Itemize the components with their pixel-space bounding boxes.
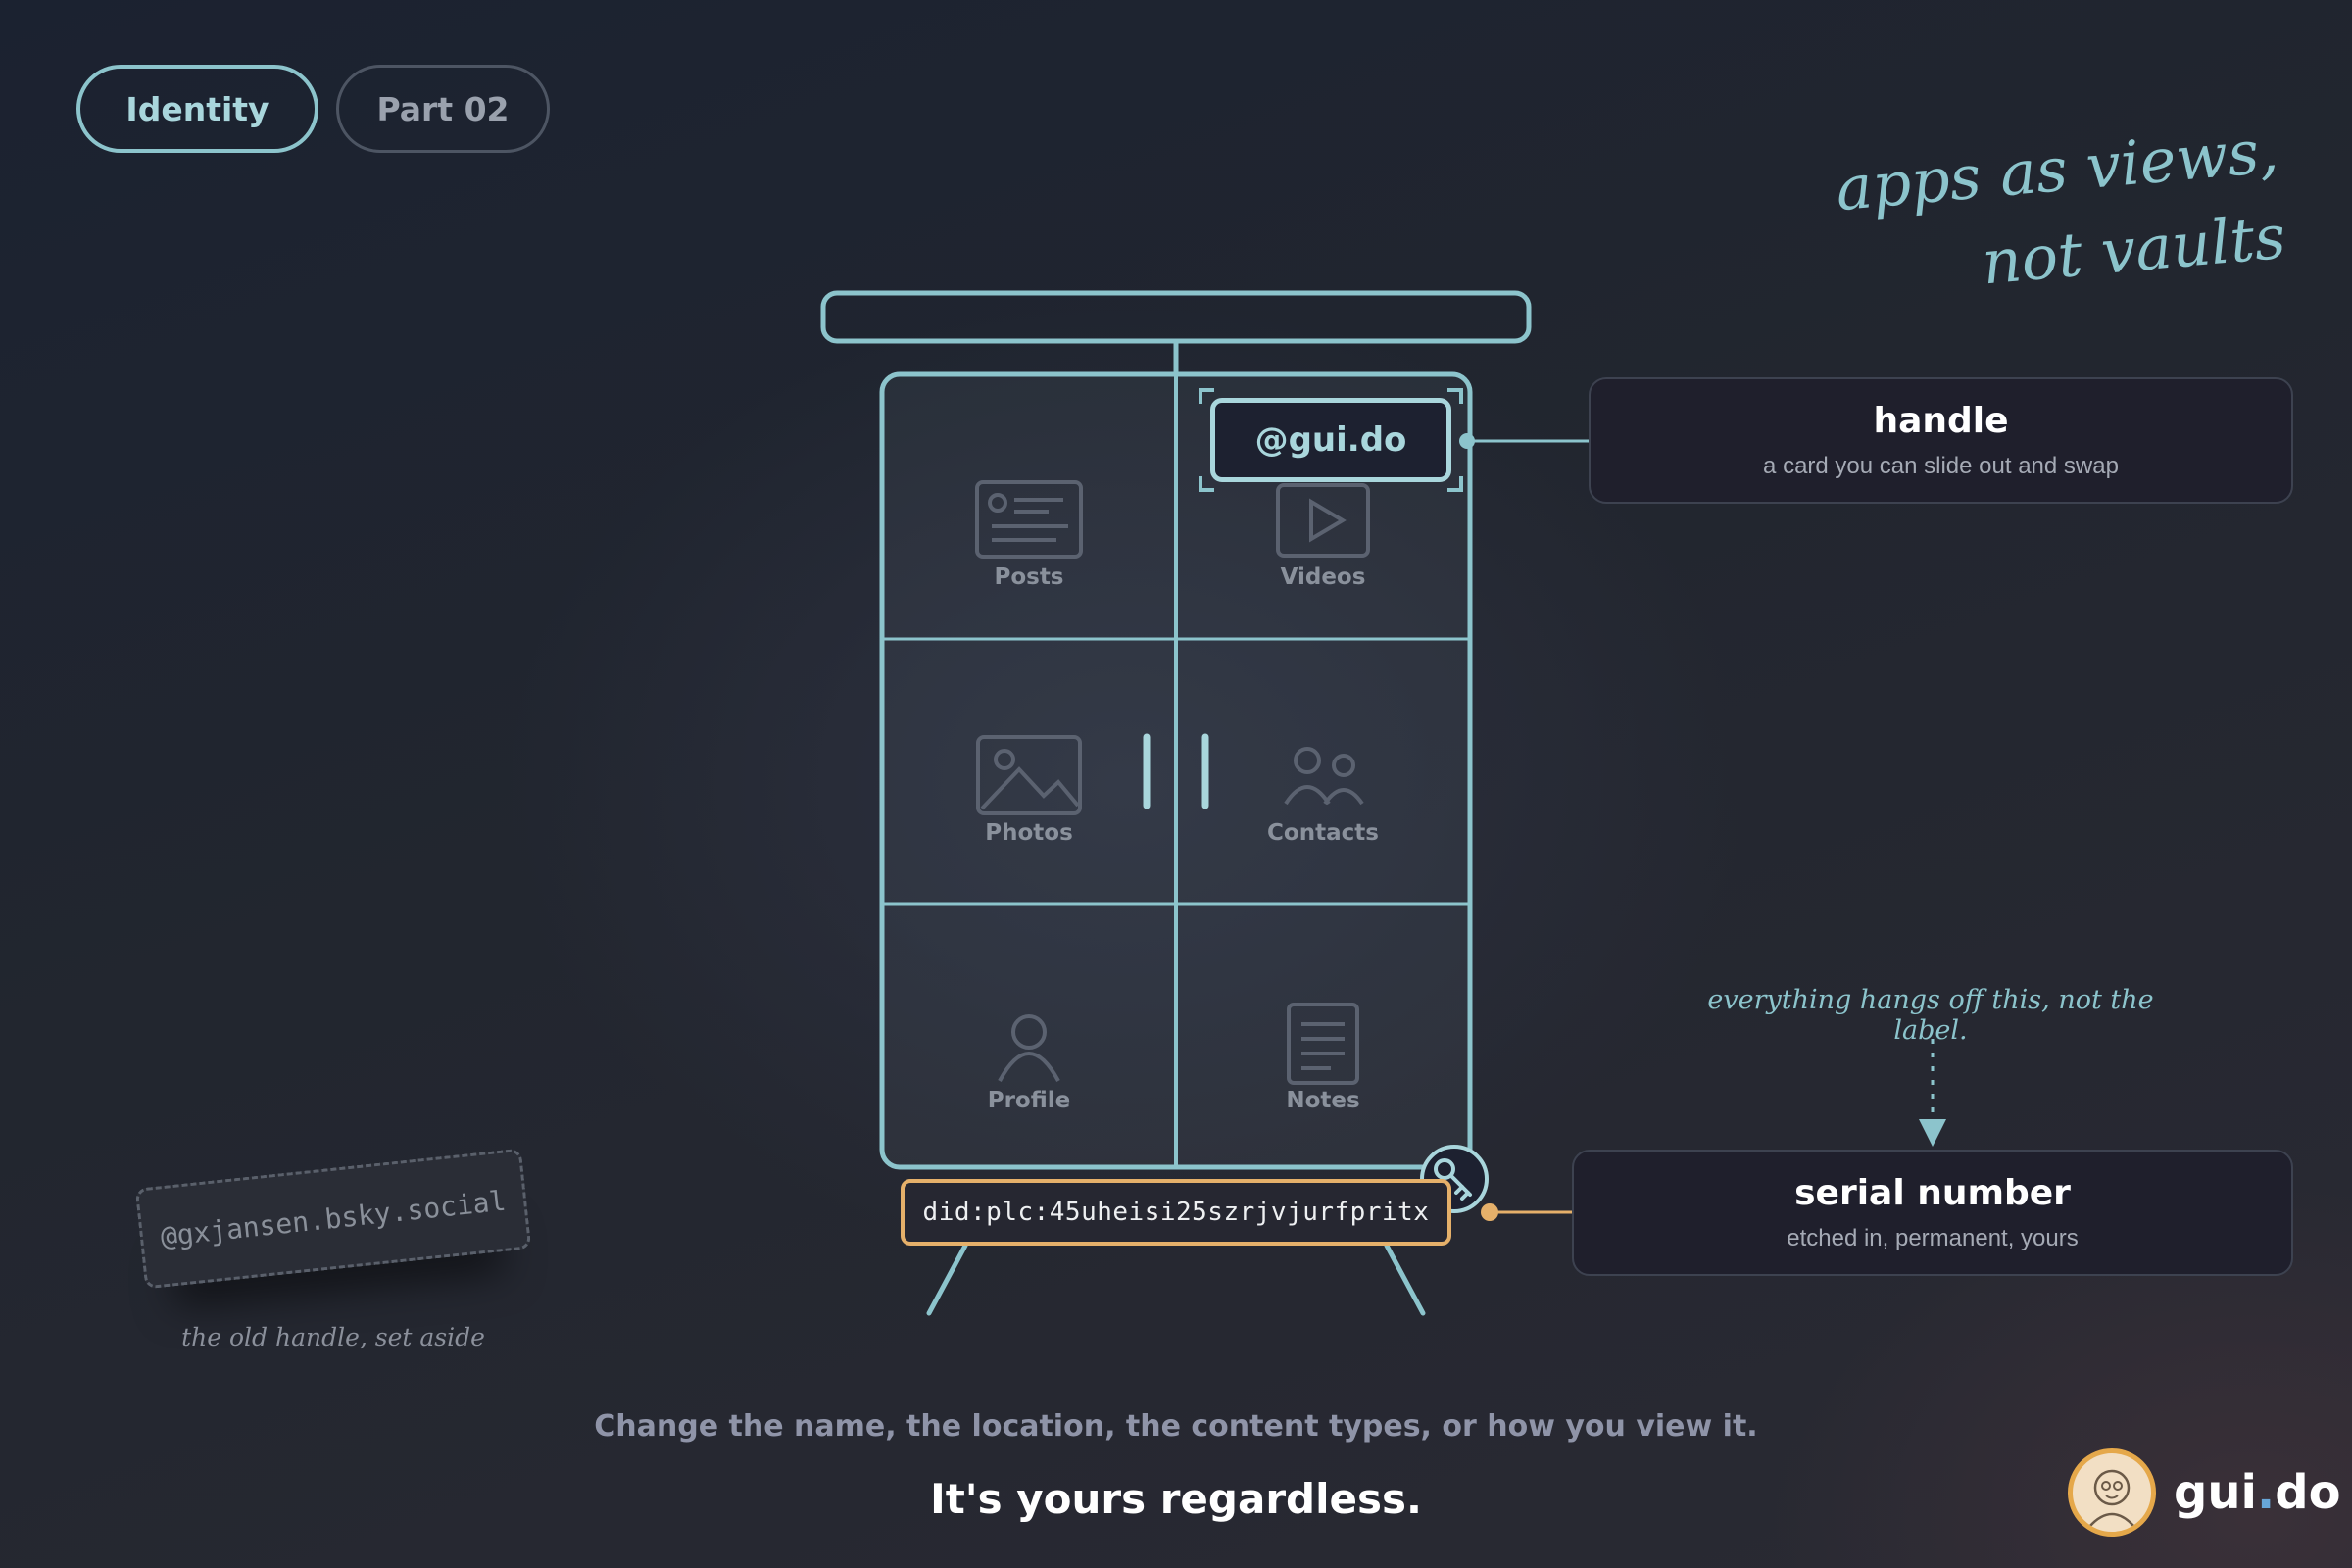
handle-chip-brackets (1199, 388, 1463, 492)
cabinet-leg-right (1384, 1243, 1426, 1316)
handle-info-box: handle a card you can slide out and swap (1589, 377, 2293, 504)
handle-chip: @gui.do (1210, 398, 1451, 482)
posts-icon (975, 480, 1083, 559)
cell-label-posts: Posts (994, 564, 1064, 590)
video-icon (1276, 483, 1370, 558)
photo-icon (976, 735, 1082, 815)
brand-name-b: do (2275, 1465, 2341, 1520)
notes-icon (1287, 1003, 1359, 1085)
brand-name-dot: . (2256, 1465, 2276, 1520)
cell-label-notes: Notes (1286, 1088, 1360, 1113)
serial-info-title: serial number (1794, 1173, 2071, 1213)
serial-info-subtitle: etched in, permanent, yours (1787, 1225, 2079, 1251)
brand: gui.do (2068, 1448, 2341, 1537)
brand-name-a: gui (2174, 1465, 2257, 1520)
contacts-icon (1284, 747, 1364, 806)
cell-label-profile: Profile (987, 1088, 1071, 1113)
hang-note: everything hangs off this, not the label… (1707, 985, 2154, 1046)
old-handle-note: the old handle, set aside (181, 1323, 485, 1351)
avatar-face-icon (2088, 1469, 2135, 1527)
did-plate: did:plc:45uheisi25szrjvjurfpritx (901, 1179, 1451, 1246)
handle-connector-dot (1459, 433, 1475, 449)
avatar (2068, 1448, 2156, 1537)
hang-arrow-head (1919, 1119, 1946, 1147)
cell-label-photos: Photos (985, 820, 1073, 846)
bottom-caption: Change the name, the location, the conte… (0, 1409, 2352, 1444)
handle-info-title: handle (1873, 401, 2009, 441)
part-tag: Part 02 (336, 65, 550, 153)
serial-connector-dot (1481, 1203, 1498, 1221)
cell-label-contacts: Contacts (1267, 820, 1379, 846)
bottom-caption-text: Change the name, the location, the conte… (594, 1409, 1758, 1444)
bottom-headline: It's yours regardless. (930, 1475, 1422, 1523)
cabinet-top-bar (820, 290, 1532, 344)
brand-name: gui.do (2174, 1465, 2341, 1520)
profile-icon (998, 1014, 1060, 1082)
handle-info-subtitle: a card you can slide out and swap (1763, 453, 2119, 479)
identity-tag: Identity (76, 65, 318, 153)
cell-label-videos: Videos (1280, 564, 1366, 590)
cabinet-leg-left (926, 1243, 968, 1316)
serial-info-box: serial number etched in, permanent, your… (1572, 1150, 2293, 1276)
